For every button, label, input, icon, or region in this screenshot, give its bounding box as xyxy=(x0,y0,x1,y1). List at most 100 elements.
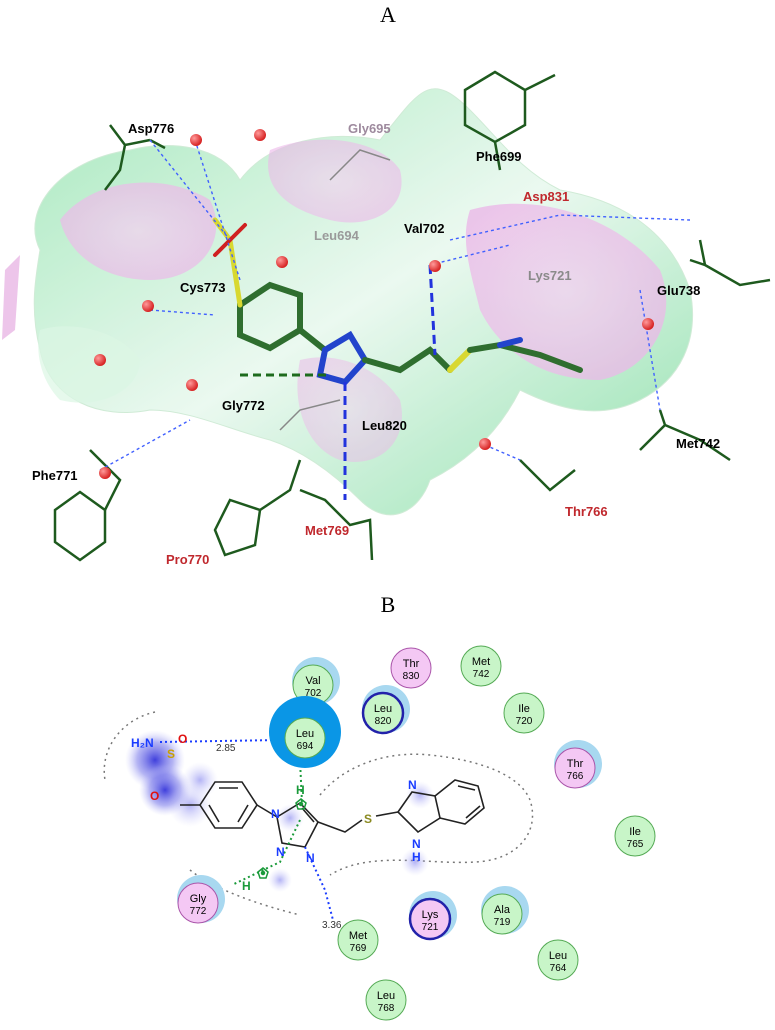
interactions-2d xyxy=(159,739,334,921)
atom-h-gly: H xyxy=(242,879,251,893)
residue-disc xyxy=(284,717,326,759)
residue-name: Gly xyxy=(190,893,207,905)
residue-discs: Val702Thr830Met742Leu820Ile720Leu694Thr7… xyxy=(177,645,656,1021)
label-phe699: Phe699 xyxy=(476,149,522,164)
residue-disc xyxy=(361,691,405,735)
atom-nh2: H₂N xyxy=(131,736,154,750)
atom-n2: N xyxy=(276,845,285,859)
interaction-lines-3d xyxy=(99,139,691,500)
interaction-diagram-2d: H₂N S O O N N N S N N H H H 2.85 3.36 Va… xyxy=(103,645,656,1021)
atom-n3: N xyxy=(306,851,315,865)
residue-number: 742 xyxy=(473,669,490,680)
distance-leu694: 2.85 xyxy=(216,743,236,754)
residue-disc xyxy=(365,979,407,1021)
label-lys721: Lys721 xyxy=(528,268,572,283)
label-asp776: Asp776 xyxy=(128,121,174,136)
residue-labels-3d: Asp776 Gly695 Phe699 Asp831 Val702 Leu69… xyxy=(32,121,720,567)
solvent-exposure xyxy=(125,730,434,892)
residue-number: 772 xyxy=(190,906,207,917)
label-cys773: Cys773 xyxy=(180,280,226,295)
panel-a-label: A xyxy=(380,2,396,27)
label-phe771: Phe771 xyxy=(32,468,78,483)
residue-met742: Met742 xyxy=(460,645,502,687)
pocket-outline xyxy=(103,711,534,916)
residue-sticks xyxy=(53,70,771,562)
ligand-3d xyxy=(212,217,583,386)
atom-thio-s: S xyxy=(364,812,372,826)
residue-name: Val xyxy=(305,675,320,687)
residue-number: 830 xyxy=(403,671,420,682)
residue-number: 719 xyxy=(494,917,511,928)
residue-number: 769 xyxy=(350,943,367,954)
residue-name: Thr xyxy=(567,758,584,770)
residue-name: Met xyxy=(472,656,490,668)
residue-thr766: Thr766 xyxy=(554,740,602,789)
residue-name: Leu xyxy=(374,703,392,715)
atom-bzim-n: N xyxy=(408,778,417,792)
label-glu738: Glu738 xyxy=(657,283,700,298)
panel-b-label: B xyxy=(380,592,396,617)
residue-number: 764 xyxy=(550,963,567,974)
residue-name: Leu xyxy=(549,950,567,962)
residue-disc xyxy=(408,897,452,941)
residue-name: Ile xyxy=(629,826,641,838)
residue-number: 702 xyxy=(305,688,322,699)
residue-leu820: Leu820 xyxy=(361,685,410,735)
label-met769: Met769 xyxy=(305,523,349,538)
residue-number: 768 xyxy=(378,1003,395,1014)
label-asp831: Asp831 xyxy=(523,189,569,204)
label-gly695: Gly695 xyxy=(348,121,391,136)
atom-labels: H₂N S O O N N N S N N H H H xyxy=(131,732,421,893)
ligand-2d xyxy=(180,779,485,848)
residue-name: Leu xyxy=(296,728,314,740)
residue-val702: Val702 xyxy=(292,657,340,706)
residue-name: Lys xyxy=(422,909,439,921)
residue-number: 766 xyxy=(567,771,584,782)
atom-h-leu: H xyxy=(296,783,305,797)
label-val702: Val702 xyxy=(404,221,445,236)
residue-name: Met xyxy=(349,930,367,942)
residue-name: Ala xyxy=(494,904,511,916)
protein-surface xyxy=(2,88,694,516)
residue-disc xyxy=(460,645,502,687)
residue-disc xyxy=(177,882,219,924)
atom-n1: N xyxy=(271,807,280,821)
atom-bzim-nh: N xyxy=(412,837,421,851)
residue-name: Thr xyxy=(403,658,420,670)
atom-oxygen-bottom: O xyxy=(150,789,159,803)
water-molecules xyxy=(94,129,654,479)
atom-sulfonyl-s: S xyxy=(167,747,175,761)
residue-number: 765 xyxy=(627,839,644,850)
residue-disc xyxy=(614,815,656,857)
residue-disc xyxy=(481,893,523,935)
residue-number: 720 xyxy=(516,716,533,727)
residue-disc xyxy=(337,919,379,961)
binding-pocket-3d: Asp776 Gly695 Phe699 Asp831 Val702 Leu69… xyxy=(2,70,771,567)
label-pro770: Pro770 xyxy=(166,552,209,567)
residue-disc xyxy=(554,747,596,789)
residue-number: 694 xyxy=(297,741,314,752)
label-leu694: Leu694 xyxy=(314,228,360,243)
residue-disc xyxy=(537,939,579,981)
label-met742: Met742 xyxy=(676,436,720,451)
label-thr766: Thr766 xyxy=(565,504,608,519)
atom-bzim-h: H xyxy=(412,850,421,864)
label-leu820: Leu820 xyxy=(362,418,407,433)
residue-met769: Met769 xyxy=(337,919,379,961)
residue-gly772: Gly772 xyxy=(177,875,225,924)
residue-lys721: Lys721 xyxy=(408,891,457,941)
distance-met769: 3.36 xyxy=(322,920,342,931)
atom-oxygen-top: O xyxy=(178,732,187,746)
pi-markers xyxy=(257,798,307,879)
residue-name: Ile xyxy=(518,703,530,715)
residue-name: Leu xyxy=(377,990,395,1002)
label-gly772: Gly772 xyxy=(222,398,265,413)
residue-disc xyxy=(390,647,432,689)
residue-number: 820 xyxy=(375,716,392,727)
